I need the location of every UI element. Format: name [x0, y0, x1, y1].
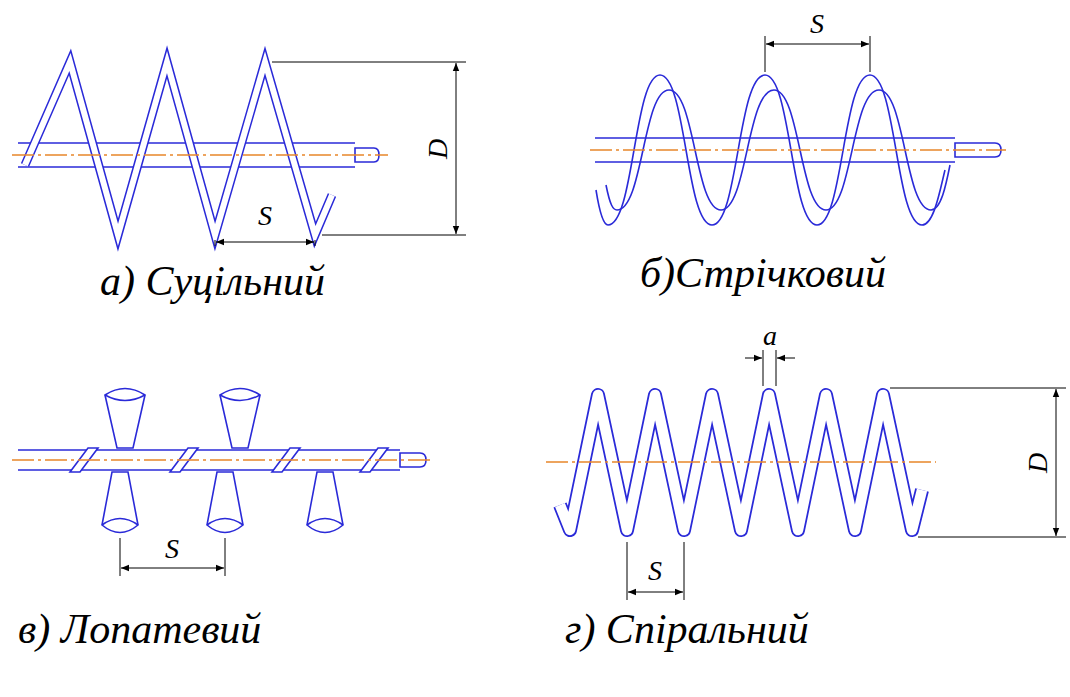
dimension-label: S	[258, 201, 272, 232]
extension-line	[215, 240, 216, 246]
dimension-label: S	[810, 9, 824, 40]
dimension-label: S	[165, 534, 179, 565]
dimension-label: D	[423, 139, 454, 159]
caption: а) Суцільний	[100, 258, 325, 304]
dimension-line	[628, 592, 683, 593]
paddle-rim	[207, 519, 243, 526]
dimension-line	[777, 358, 795, 359]
dimension-label: S	[648, 556, 662, 587]
paddle-rim	[220, 395, 260, 401]
paddle-screw	[12, 389, 432, 533]
extension-line	[684, 542, 685, 600]
paddle	[207, 472, 243, 533]
extension-line	[890, 388, 1066, 389]
dimension-line	[121, 568, 224, 569]
dimension-line	[216, 242, 314, 243]
dimension-line	[745, 358, 762, 359]
extension-line	[120, 538, 121, 576]
extension-line	[225, 538, 226, 576]
paddle	[220, 389, 260, 449]
paddle	[105, 389, 145, 449]
extension-line	[627, 542, 628, 600]
dimension-line	[1056, 389, 1057, 536]
solid-screw	[12, 62, 388, 235]
paddle-rim	[307, 519, 343, 526]
shaft-edge	[595, 161, 955, 163]
extension-line	[918, 537, 1066, 538]
paddle	[102, 472, 138, 533]
axis-line	[12, 154, 388, 155]
extension-line	[322, 235, 466, 236]
shaft-edge	[18, 166, 355, 168]
axis-line	[590, 149, 1006, 150]
caption: г) Спіральний	[565, 606, 809, 652]
extension-line	[776, 350, 777, 386]
dimension-line	[456, 63, 457, 234]
screw-flight-inner	[25, 62, 332, 235]
spiral-screw	[546, 395, 936, 530]
axis-line	[546, 461, 936, 462]
axis-line	[12, 459, 432, 460]
extension-line	[272, 62, 466, 63]
paddle-rim	[102, 519, 138, 526]
caption: в) Лопатевий	[18, 606, 261, 652]
dimension-lines	[765, 36, 870, 72]
caption: б)Стрічковий	[640, 250, 886, 296]
dimension-line	[766, 44, 869, 45]
paddle	[307, 472, 343, 533]
dimension-lines	[627, 350, 1066, 600]
dimension-label: D	[1023, 453, 1054, 473]
shaft-edge	[18, 449, 400, 451]
screw-flight	[25, 62, 332, 235]
extension-line	[763, 350, 764, 386]
extension-line	[315, 240, 316, 246]
extension-line	[765, 36, 766, 72]
shaft-edge	[595, 137, 955, 139]
extension-line	[870, 36, 871, 72]
dimension-label: a	[763, 321, 777, 352]
ribbon-screw	[590, 75, 1006, 225]
dimension-lines	[215, 62, 466, 246]
paddle-rim	[105, 395, 145, 401]
